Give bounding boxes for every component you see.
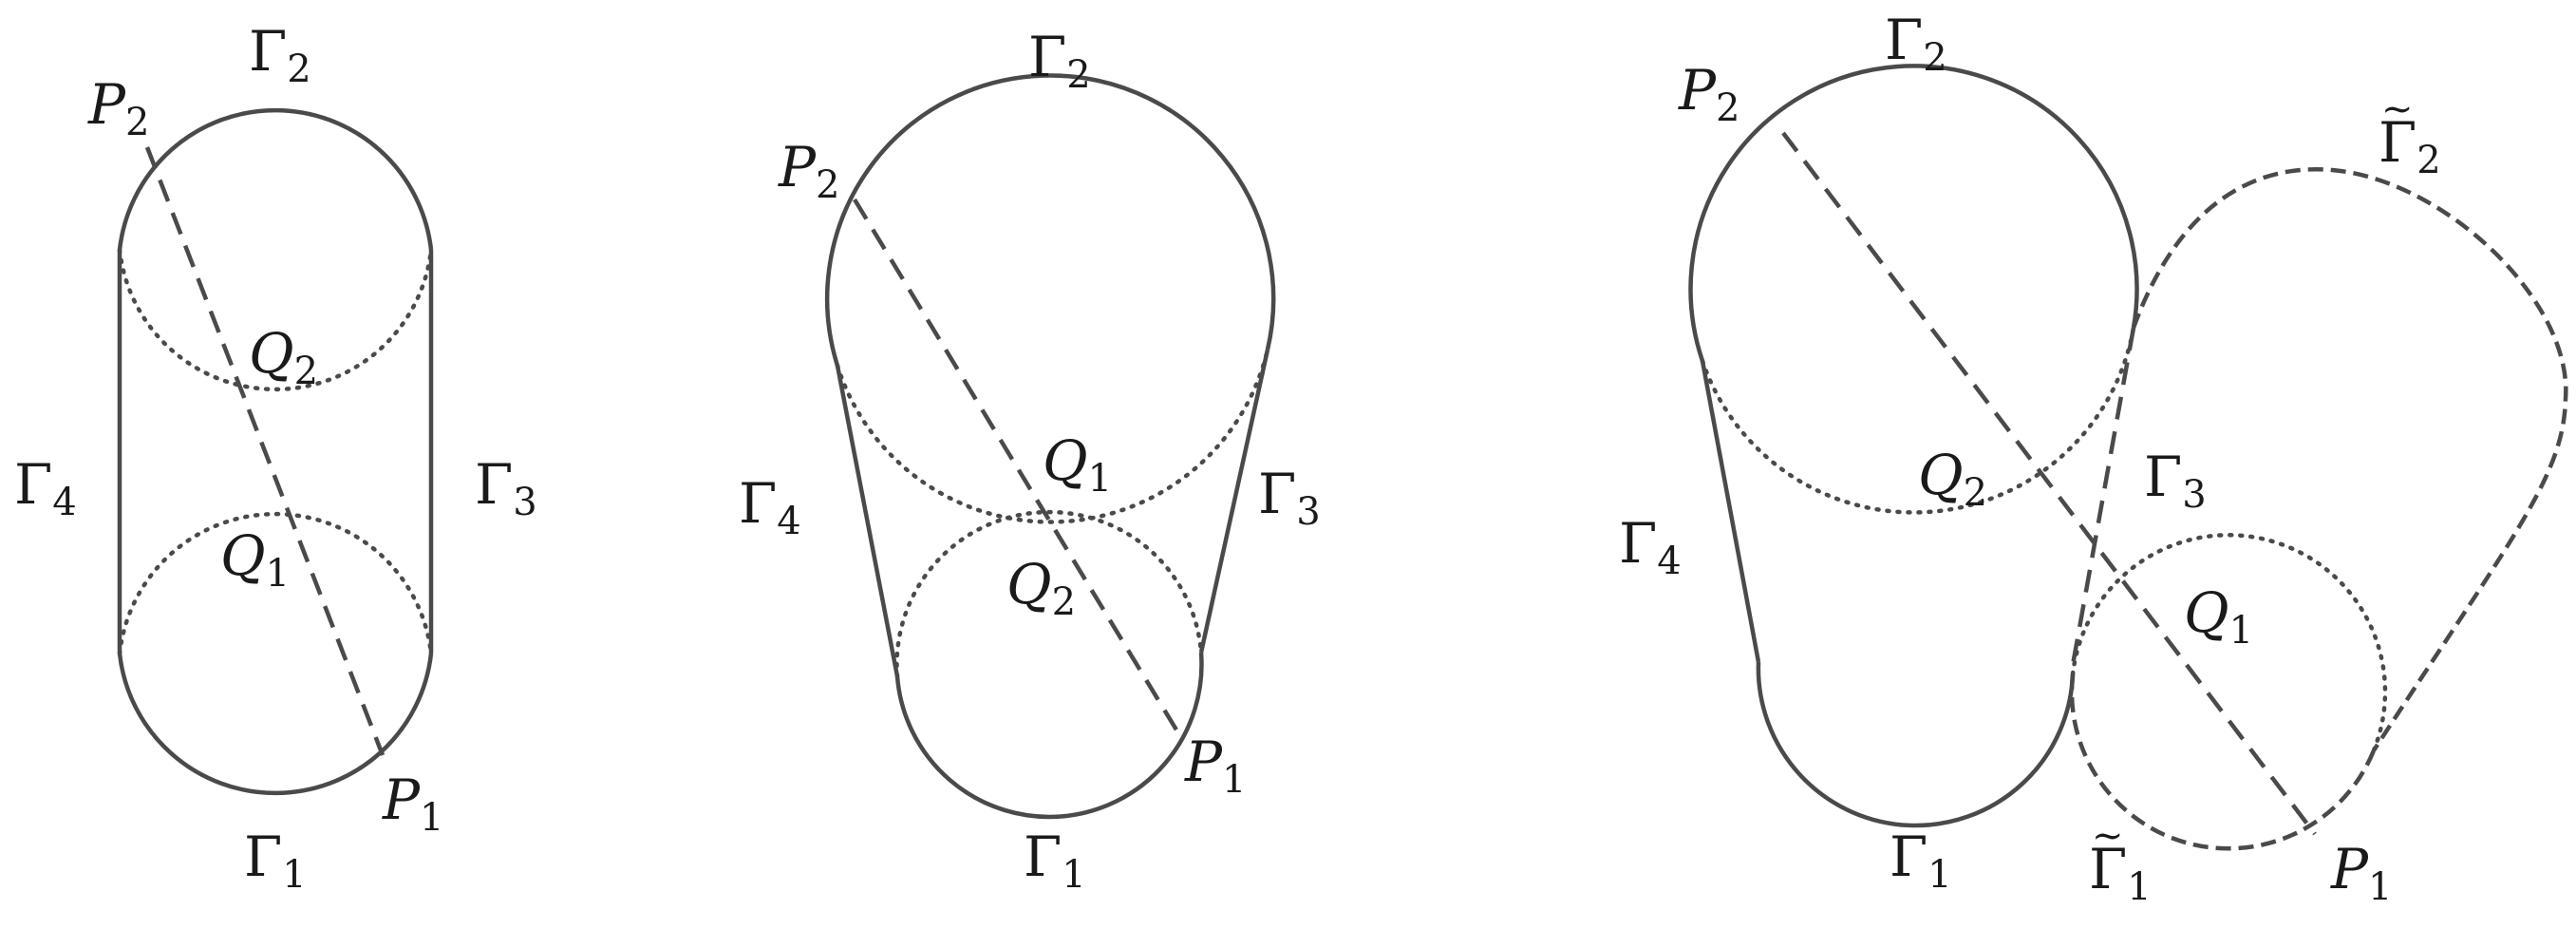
panel-2-label-p-bottom: P1	[1184, 730, 1246, 802]
panel-1-label-q-upper: Q2	[249, 321, 318, 393]
panel-2-curve-gamma2	[824, 73, 1276, 367]
panel-2-curve-gamma1	[894, 652, 1204, 820]
panel-3-label-gamma-top: Γ2	[1885, 8, 1947, 80]
panel-3-curve-gamma2-tilde	[2131, 167, 2568, 752]
panel-1-circle-q1-upper-arc	[117, 511, 434, 656]
panel-3-label-gamma-tilde-bottom: Γ1	[2089, 837, 2152, 909]
panel-2-label-q-lower: Q2	[1006, 552, 1076, 624]
panel-3-label-gamma-left: Γ4	[1619, 511, 1682, 583]
panel-1-curve-gamma1	[117, 653, 434, 796]
panel-3-label-p-bottom: P1	[2330, 837, 2392, 909]
panel-1-stadium: Γ2 P2 Q2 Γ4 Γ3 Q1 P1 Γ1	[14, 19, 537, 897]
panel-3-circle-q1	[2070, 533, 2388, 753]
panel-3-label-gamma-right: Γ3	[2144, 445, 2207, 517]
panel-2-label-gamma-top: Γ2	[1028, 25, 1091, 97]
panel-2-label-p-top: P2	[778, 135, 839, 207]
panel-3-segment-gamma4	[1700, 360, 1761, 663]
panel-1-label-gamma-right: Γ3	[475, 452, 537, 524]
panel-2-label-q-upper: Q1	[1043, 428, 1112, 501]
panel-3-circle-q2-lower-arc	[1700, 325, 2136, 515]
panel-3-curve-gamma2	[1688, 64, 2139, 362]
panel-1-label-gamma-top: Γ2	[249, 19, 311, 91]
panel-2-diameter-p1-p2	[853, 198, 1179, 733]
panel-2-label-gamma-left: Γ4	[739, 471, 801, 543]
panel-1-curve-gamma2	[117, 107, 434, 251]
panel-3-reflected: Γ2 P2 ~ Γ2 Q2 Γ3 Γ4 Q1 Γ1 ~ Γ1 P1	[1619, 8, 2568, 909]
panel-3-curve-gamma1	[1756, 661, 2076, 828]
panel-2-circle-q2-upper-arc	[894, 509, 1204, 679]
panel-2-segment-gamma3	[1198, 349, 1270, 654]
panel-3-label-p-top: P2	[1678, 58, 1739, 130]
panel-1-label-p-top: P2	[87, 72, 149, 144]
panel-1-label-p-bottom: P1	[382, 768, 443, 840]
panel-3-label-gamma-bottom: Γ1	[1890, 825, 1952, 897]
panel-2-label-gamma-bottom: Γ1	[1024, 825, 1086, 897]
panel-2-segment-gamma4	[835, 365, 900, 677]
panel-2-circle-q1-lower-arc	[835, 347, 1270, 524]
panel-3-diameter-p1-p2	[1781, 131, 2317, 836]
panel-3-label-gamma-tilde-bottom-accent: ~	[2092, 814, 2124, 858]
panel-2-tapered: Γ2 P2 Q1 Γ4 Γ3 Q2 P1 Γ1	[739, 25, 1321, 897]
panel-3-label-gamma-tilde-top-accent: ~	[2381, 87, 2414, 131]
panel-1-label-q-lower: Q1	[220, 523, 290, 596]
panel-1-label-gamma-left: Γ4	[14, 452, 77, 524]
panel-2-label-gamma-right: Γ3	[1258, 462, 1321, 534]
panel-1-label-gamma-bottom: Γ1	[244, 825, 307, 897]
panel-1-circle-q2-lower-arc	[117, 247, 434, 392]
panel-3-label-q-upper: Q2	[1918, 443, 1987, 515]
panel-1-diameter-p1-p2	[144, 146, 385, 756]
panel-3-segment-gamma3	[2070, 327, 2136, 666]
panel-3-label-gamma-tilde-top: Γ2	[2379, 110, 2441, 182]
panel-3-label-q-lower: Q1	[2184, 580, 2253, 653]
